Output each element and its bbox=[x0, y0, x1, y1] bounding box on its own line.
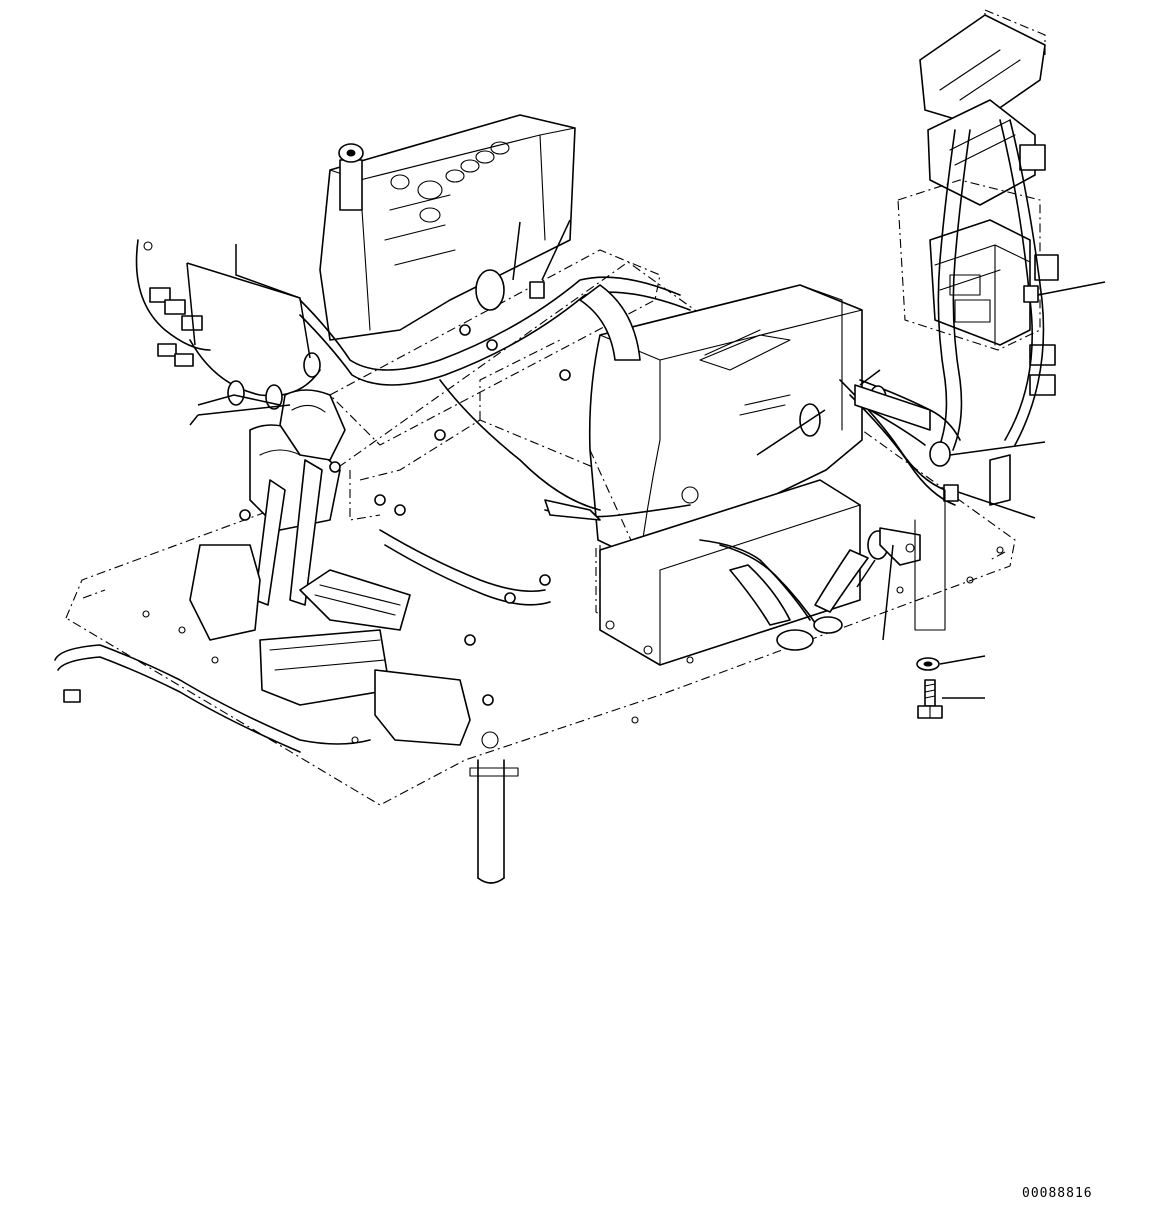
fuse-box-assembly bbox=[897, 9, 1059, 506]
washer bbox=[916, 657, 940, 671]
left-console bbox=[189, 389, 471, 746]
support-post bbox=[469, 759, 519, 884]
fasteners bbox=[239, 324, 571, 706]
clamp-bracket bbox=[879, 489, 946, 631]
leader-lines bbox=[186, 219, 1106, 699]
wiring-harness bbox=[54, 239, 1039, 753]
drawing-number: 00088816 bbox=[1022, 1186, 1093, 1201]
floor-plate bbox=[65, 261, 1016, 806]
controller-box bbox=[599, 479, 861, 666]
ducts bbox=[544, 284, 931, 651]
rear-console bbox=[319, 114, 576, 341]
bolt bbox=[917, 679, 943, 719]
